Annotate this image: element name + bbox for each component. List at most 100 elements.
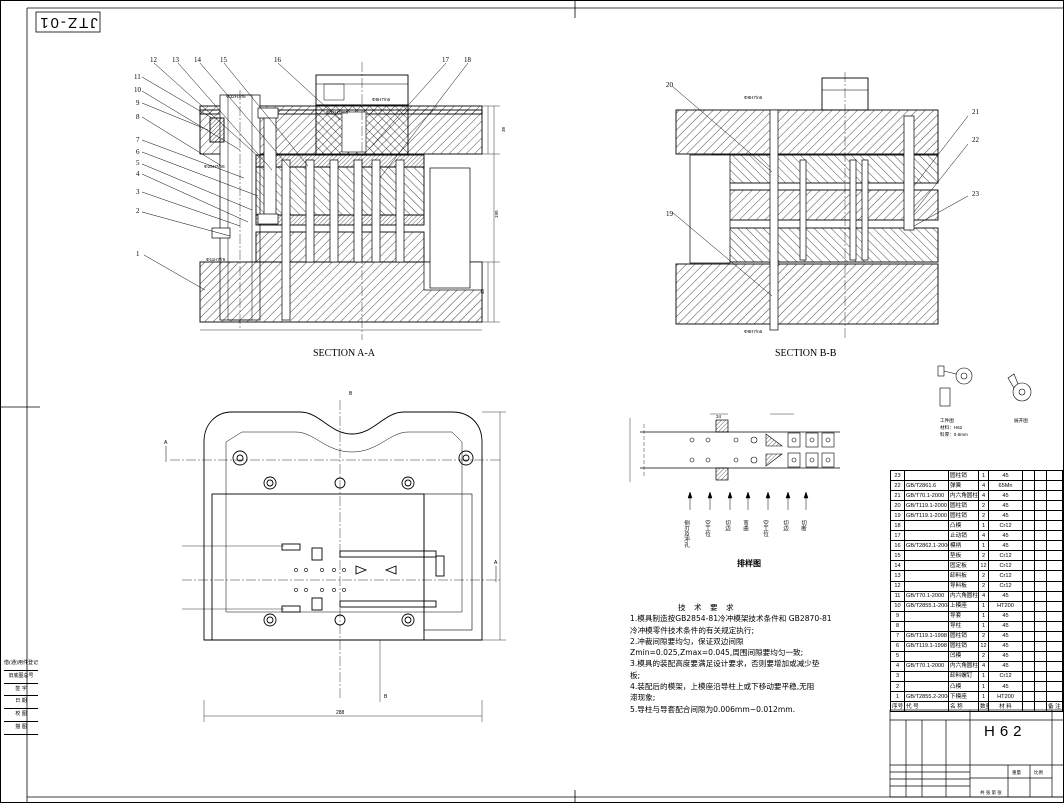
bom-cell: 内六角圆柱头螺钉 <box>948 660 979 672</box>
title-block <box>889 709 1064 798</box>
bom-cell: 导料板 <box>948 580 979 592</box>
bom-cell: 名 称 <box>948 701 979 713</box>
technical-requirements: 技 术 要 求 1.模具制造按GB2854-81冷冲模架技术条件和 GB2870… <box>630 602 930 715</box>
bom-cell <box>1046 630 1063 642</box>
bom-cell <box>1046 469 1063 482</box>
station-7: 切断 <box>800 520 807 533</box>
section-mark-b-bottom: B <box>384 694 388 700</box>
bom-cell <box>904 670 949 682</box>
bom-cell: 23 <box>890 469 905 482</box>
bom-cell <box>1046 670 1063 682</box>
section-b-view <box>671 72 969 340</box>
bom-cell <box>1046 691 1063 703</box>
balloon-13: 13 <box>172 56 180 64</box>
strip-stations: 侧刃及冲孔 空工位 切边 弯曲 空工位 切边 切断 <box>683 519 807 549</box>
bom-cell: 20 <box>890 500 905 512</box>
bom-cell: 圆柱销 <box>948 630 979 642</box>
balloon-22: 22 <box>972 136 980 144</box>
bom-cell: 内六角圆柱头螺钉 <box>948 490 979 502</box>
drawing-number: JTZ-01 <box>38 14 98 31</box>
bom-cell: 16 <box>890 540 905 552</box>
bom-cell: 45 <box>988 610 1023 622</box>
plan-view-marks: B A A B 288 <box>164 391 498 716</box>
bom-cell <box>1034 660 1047 672</box>
bom-cell: 2 <box>890 680 905 693</box>
balloon-10: 10 <box>134 86 142 94</box>
bom-cell <box>1034 480 1047 492</box>
bom-cell: 导套 <box>948 610 979 622</box>
bom-cell: Cr12 <box>988 520 1023 532</box>
station-6: 切边 <box>782 520 789 533</box>
tech-line: 4.装配后的模架，上模座沿导柱上或下移动要平稳,无阻 <box>630 682 815 692</box>
bom-cell <box>1022 560 1035 572</box>
stamp-cell: 旧底图总号 <box>4 671 38 684</box>
bom-cell: 4 <box>978 490 989 502</box>
bom-cell <box>1022 469 1035 482</box>
bom-cell <box>1034 680 1047 693</box>
bom-cell: 1 <box>978 600 989 612</box>
bom-header-row: 序号代 号名 称数量材 料备 注 <box>890 701 1063 713</box>
bom-cell <box>1022 670 1035 682</box>
bom-cell <box>1022 640 1035 652</box>
bom-cell <box>1034 701 1047 713</box>
bom-cell <box>1022 530 1035 542</box>
bom-cell <box>1022 570 1035 582</box>
balloon-21: 21 <box>972 108 980 116</box>
bom-cell: 14 <box>890 560 905 572</box>
bom-cell <box>1046 650 1063 662</box>
dim-190: 190 <box>494 210 499 218</box>
section-b-label: SECTION B-B <box>775 348 837 359</box>
bom-cell <box>1034 620 1047 632</box>
bom-cell: Cr12 <box>988 560 1023 572</box>
balloon-3: 3 <box>136 188 140 196</box>
bom-cell: 固定板 <box>948 560 979 572</box>
bom-cell: 65Mn <box>988 480 1023 492</box>
bom-cell: 18 <box>890 520 905 532</box>
bom-cell: 卸料螺钉 <box>948 670 979 682</box>
bom-cell: 1 <box>978 540 989 552</box>
bom-cell <box>1046 530 1063 542</box>
bom-cell <box>1034 500 1047 512</box>
bom-cell: GB/T2855.2-2008 <box>904 691 949 703</box>
bom-cell <box>1022 500 1035 512</box>
section-a-label: SECTION A-A <box>313 348 376 359</box>
fit-7: Φ8H7/n6 <box>744 329 763 334</box>
bom-cell <box>904 650 949 662</box>
bom-cell <box>1022 691 1035 703</box>
tech-line: 3.模具的装配高度要满足设计要求，否则要增加或减少垫 <box>630 659 820 669</box>
bom-cell: 4 <box>978 480 989 492</box>
bom-cell: Cr12 <box>988 580 1023 592</box>
bom-cell: 4 <box>890 660 905 672</box>
bom-cell <box>1022 480 1035 492</box>
bom-cell <box>1034 540 1047 552</box>
bom-cell: 2 <box>978 630 989 642</box>
bom-cell <box>1034 550 1047 562</box>
bom-cell: 22 <box>890 480 905 492</box>
balloon-4: 4 <box>136 170 140 178</box>
tech-line: 滞现象; <box>630 693 656 703</box>
bom-cell <box>1034 560 1047 572</box>
bom-cell <box>1034 600 1047 612</box>
bom-cell: 45 <box>988 620 1023 632</box>
balloon-15: 15 <box>220 56 228 64</box>
bom-cell <box>904 580 949 592</box>
bom-cell <box>1034 610 1047 622</box>
tech-line: 2.冲裁间隙要均匀，保证双边间隙 <box>630 636 744 646</box>
bom-cell: 10 <box>890 600 905 612</box>
bom-cell: 上模座 <box>948 600 979 612</box>
bom-cell: 数量 <box>978 701 989 713</box>
bom-cell: 1 <box>978 520 989 532</box>
bom-cell: 2 <box>978 510 989 522</box>
bom-cell <box>1034 590 1047 602</box>
